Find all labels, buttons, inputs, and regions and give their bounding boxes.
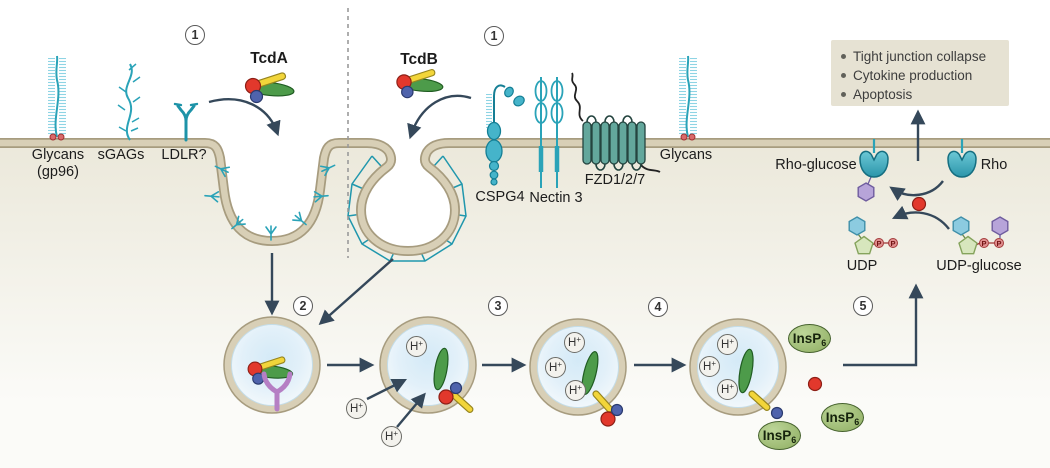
rho-glucose-label: Rho-glucose: [775, 157, 857, 173]
glycans-right-label: Glycans: [659, 147, 713, 163]
receptor-glycans-gp96: [48, 55, 66, 141]
proton-badge: H+: [564, 332, 585, 353]
fzd-label: FZD1/2/7: [584, 172, 646, 188]
glucose-hexagon-icon: [857, 182, 875, 202]
effect-item: Cytokine production: [841, 66, 1009, 85]
glycans-label-line2: (gp96): [37, 164, 79, 180]
bullet-icon: [841, 54, 846, 59]
proton-badge: H+: [717, 334, 738, 355]
effects-box: Tight junction collapse Cytokine product…: [831, 40, 1009, 106]
glycans-gp96-label: Glycans (gp96): [32, 147, 84, 181]
endosome4-toxin: [581, 351, 624, 427]
rho-proteins: [857, 139, 977, 202]
endosome-step4: [529, 318, 627, 416]
effect-apoptosis: Apoptosis: [853, 87, 913, 102]
endosome3-toxin: [433, 347, 474, 413]
gtd-enzyme-dot: [911, 196, 927, 212]
tcda-label: TcdA: [250, 50, 288, 67]
proton-badge: H+: [699, 356, 720, 377]
ldlr-label: LDLR?: [161, 147, 207, 163]
effect-tight-junction: Tight junction collapse: [853, 49, 987, 64]
step-circle-4: 4: [648, 297, 668, 317]
rho-label: Rho: [980, 157, 1008, 173]
released-gtd-dot: [807, 376, 823, 392]
proton-badge: H+: [717, 379, 738, 400]
receptor-ldlr: [173, 102, 199, 142]
step-circle-1a: 1: [185, 25, 205, 45]
udp-glucose-label: UDP-glucose: [936, 258, 1022, 274]
receptor-nectin3: [534, 77, 564, 188]
effect-item: Apoptosis: [841, 85, 1009, 104]
receptor-glycans-right: [679, 55, 697, 141]
flow-arrows: [208, 94, 950, 428]
sgags-label: sGAGs: [97, 147, 145, 163]
phosphate-icon: P: [994, 238, 1004, 248]
tcda-pit-interior: [205, 130, 339, 241]
phosphate-icon: P: [874, 238, 884, 248]
bullet-icon: [841, 92, 846, 97]
proton-badge: H+: [406, 336, 427, 357]
effect-item: Tight junction collapse: [841, 47, 1009, 66]
tcdb-label: TcdB: [400, 51, 438, 68]
endosomal-receptor: [261, 371, 293, 412]
phosphate-icon: P: [979, 238, 989, 248]
toxin-tcdb-icon: [396, 68, 445, 99]
receptor-cspg4: [485, 84, 525, 186]
step-circle-3: 3: [488, 296, 508, 316]
proton-badge: H+: [381, 426, 402, 447]
toxin-tcda-icon: [244, 71, 296, 104]
proton-badge: H+: [565, 380, 586, 401]
glycans-label-line1: Glycans: [31, 147, 85, 163]
proton-badge: H+: [545, 357, 566, 378]
endosome2-toxin: [247, 355, 294, 412]
step-circle-5: 5: [853, 296, 873, 316]
cell-interior: [0, 140, 1050, 468]
cspg4-label: CSPG4: [475, 189, 525, 205]
proton-badge: H+: [346, 398, 367, 419]
effect-cytokine: Cytokine production: [853, 68, 973, 83]
endosome5-toxin: [738, 348, 784, 420]
step-circle-2: 2: [293, 296, 313, 316]
receptor-sgags: [117, 63, 141, 141]
cell-membrane: [0, 138, 1050, 256]
nectin3-label: Nectin 3: [529, 190, 583, 206]
tcdb-pit-interior: [361, 130, 455, 251]
phosphate-icon: P: [888, 238, 898, 248]
udp-label: UDP: [846, 258, 878, 274]
bullet-icon: [841, 73, 846, 78]
step-circle-1b: 1: [484, 26, 504, 46]
receptor-fzd: [571, 72, 661, 173]
